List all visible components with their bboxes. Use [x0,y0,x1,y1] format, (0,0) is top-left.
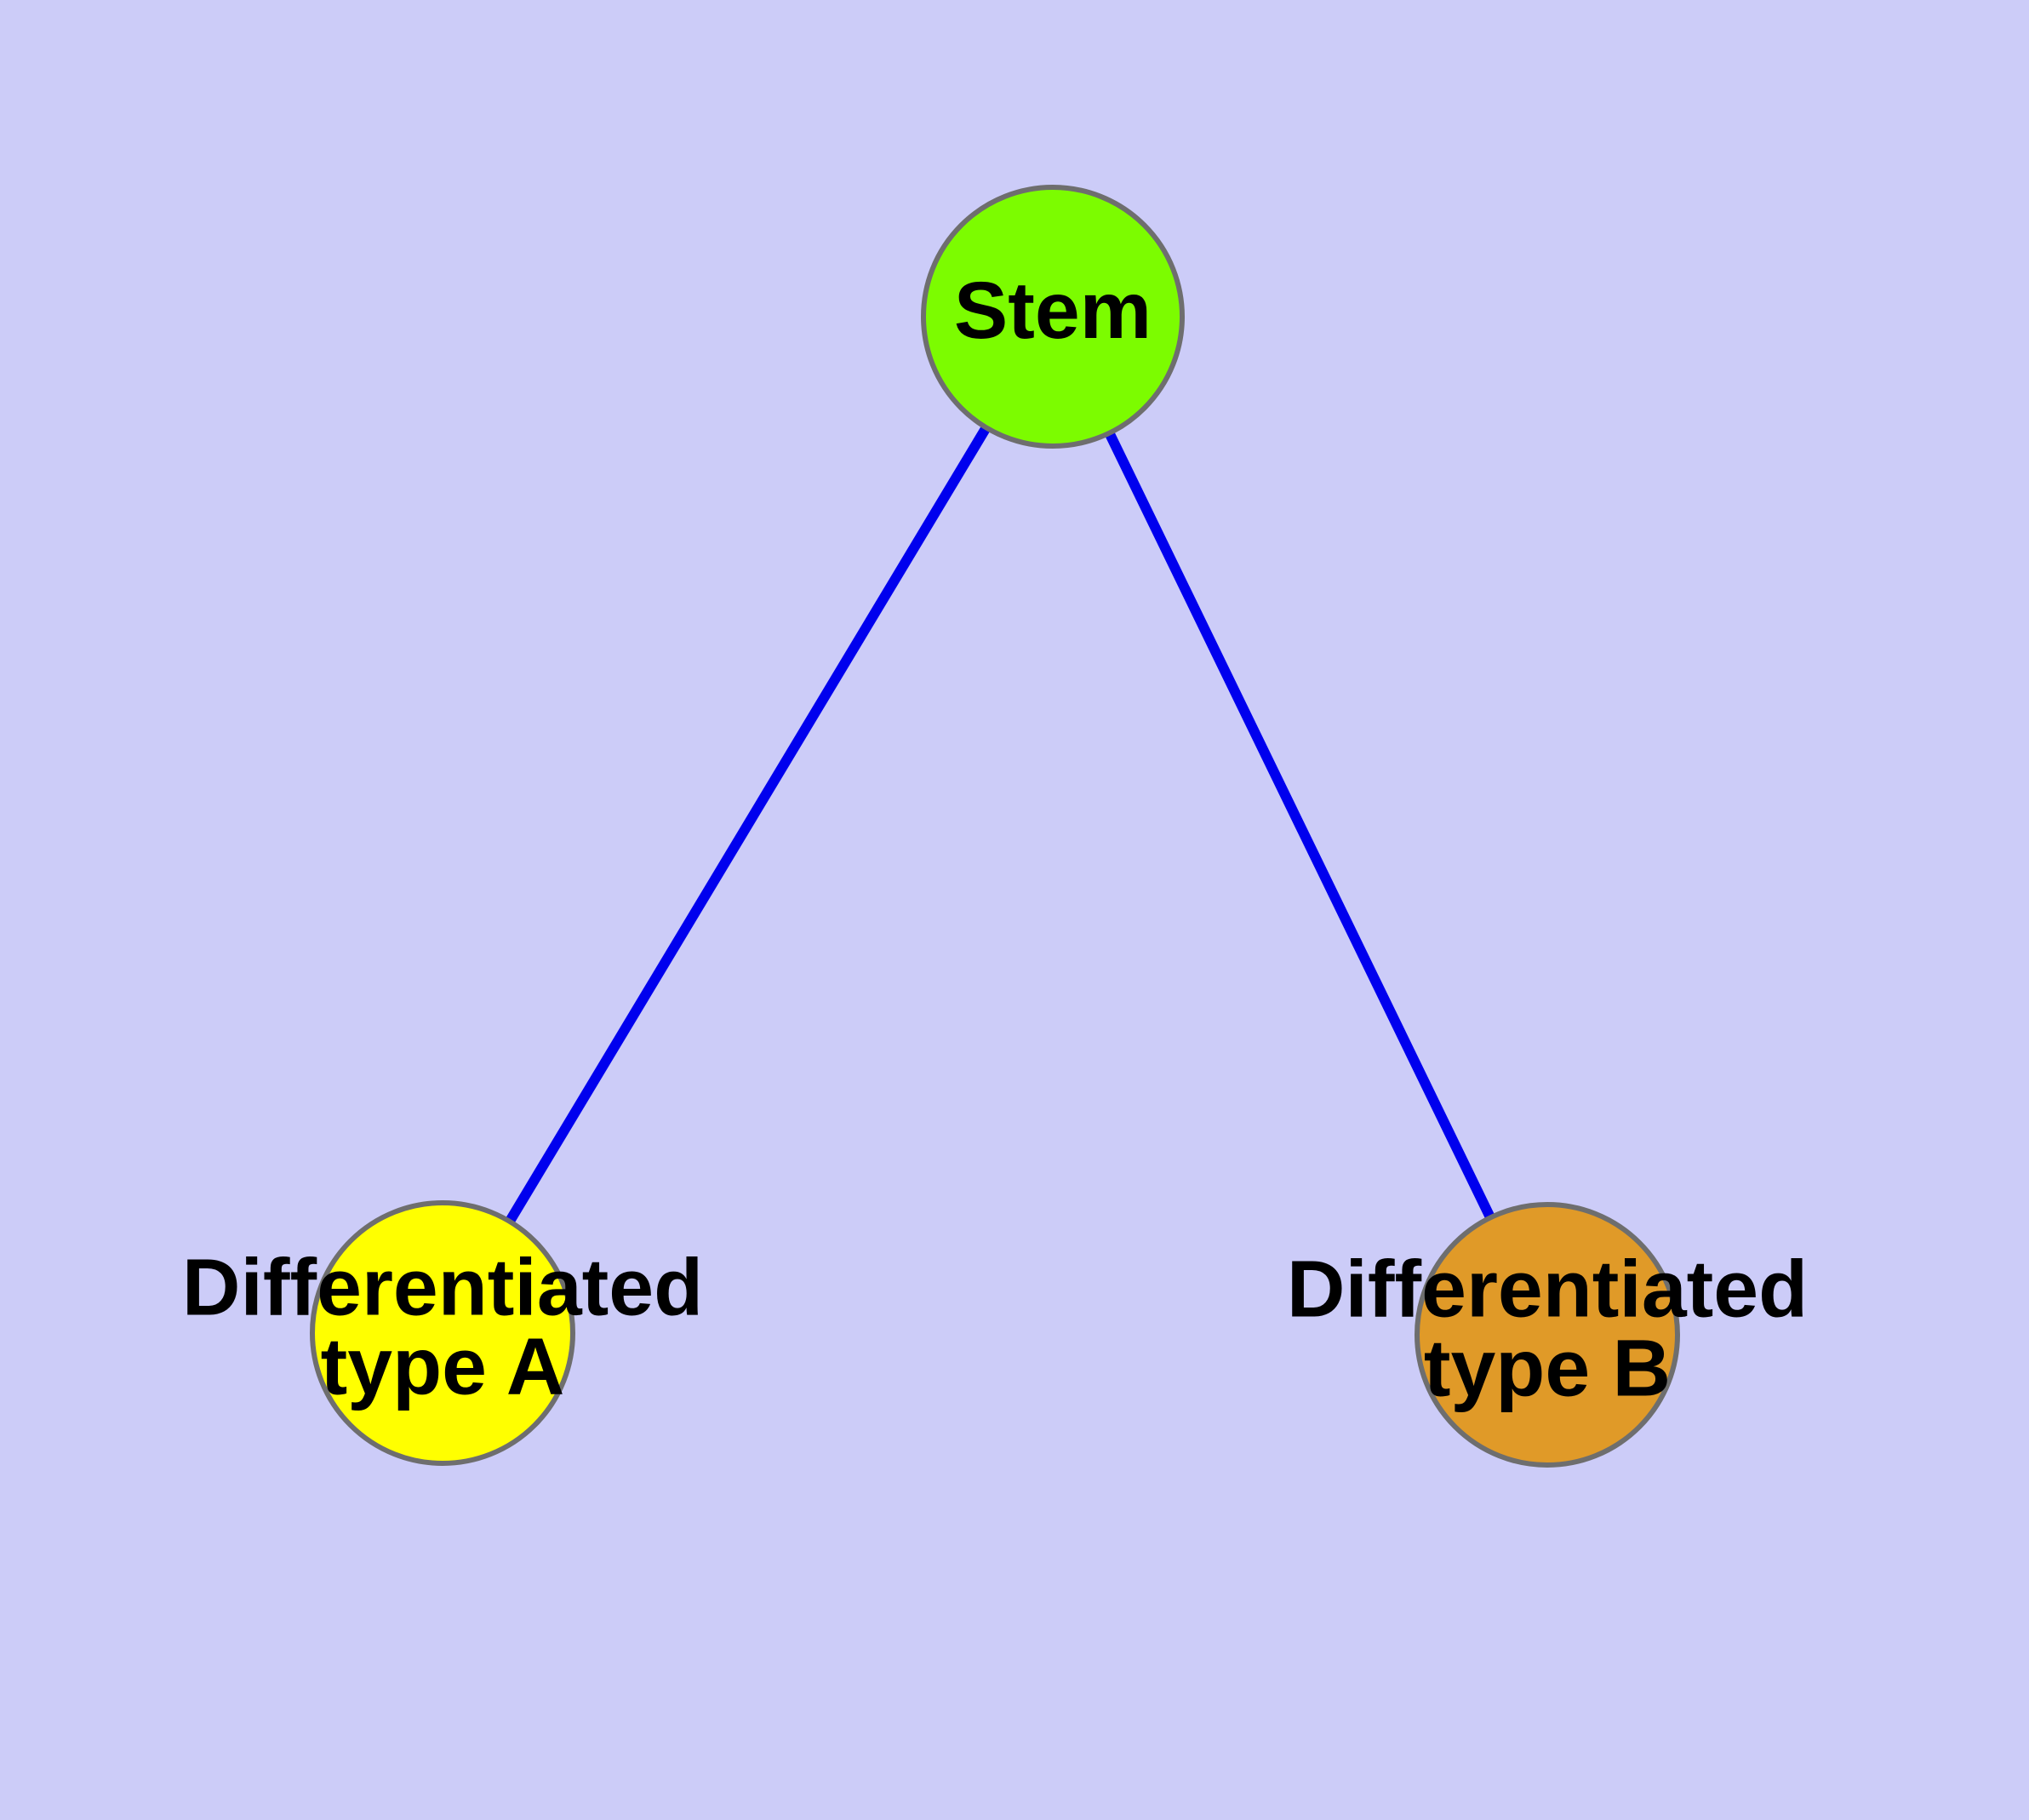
graph-node-stem[interactable]: Stem [921,185,1185,449]
node-circle-diff_a[interactable] [310,1200,575,1466]
edge-stem-diff-a [505,425,991,1224]
edge-stem-diff-b [1105,431,1495,1221]
edge-layer [505,425,1495,1224]
node-label-line: Stem [954,266,1152,356]
node-circle-diff_b[interactable] [1415,1202,1680,1468]
node-label-line: type A [321,1322,565,1412]
node-label-stem: Stem [954,266,1152,356]
node-label-line: type B [1424,1324,1671,1414]
node-circle-stem[interactable] [921,185,1185,449]
node-label-line: Differentiated [1287,1245,1808,1335]
node-label-line: Differentiated [182,1243,703,1333]
